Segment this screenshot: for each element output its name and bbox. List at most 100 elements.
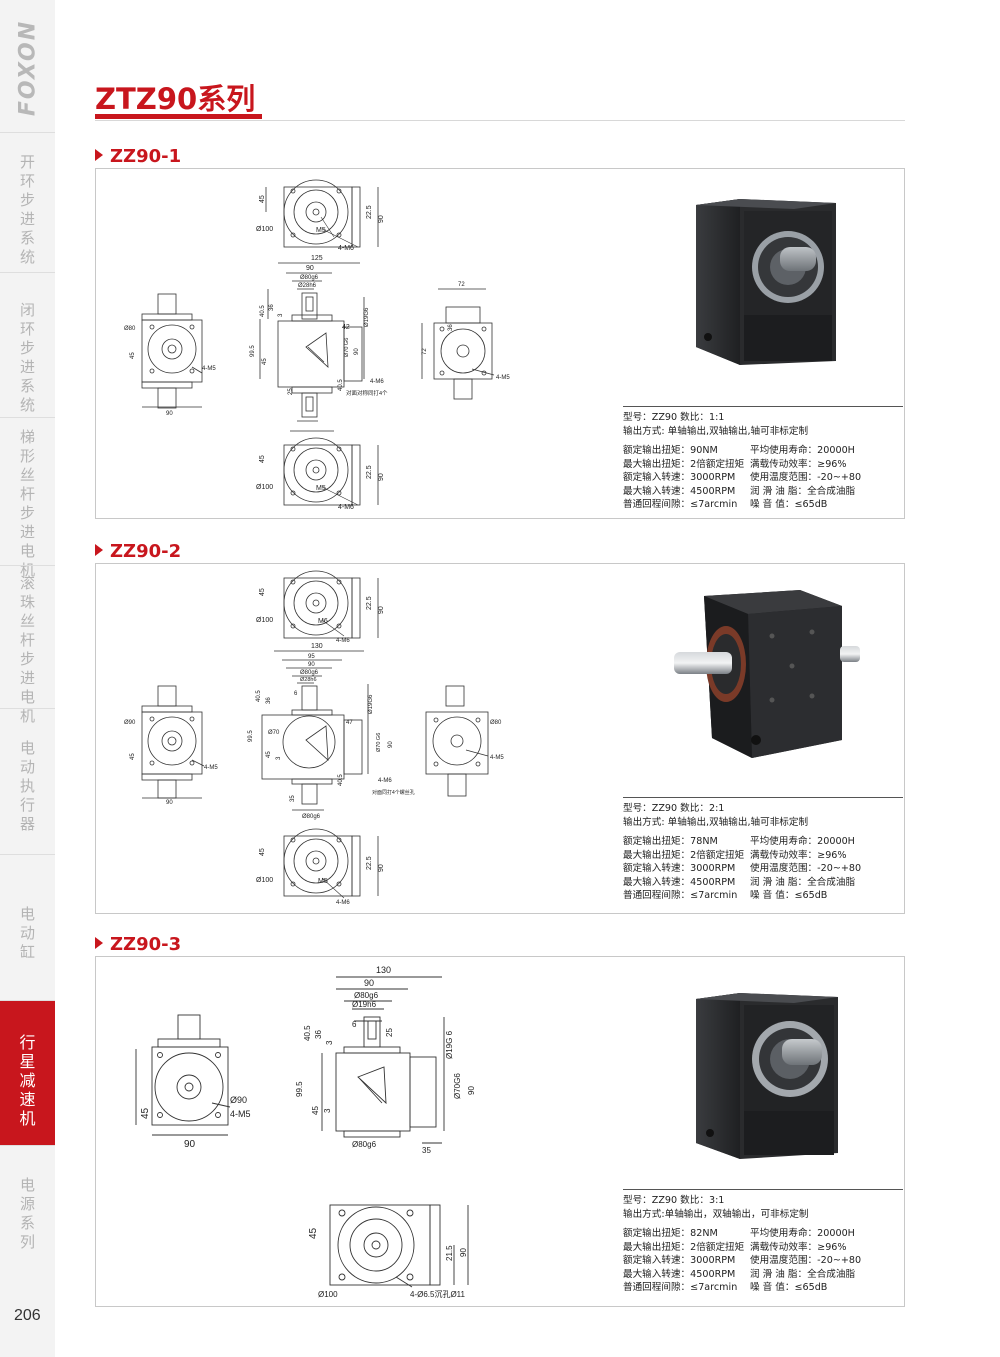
dim-label: Ø80g6 [300,670,319,676]
dim-label: 25 [288,388,294,395]
dim-label: Ø80g6 [352,1140,377,1149]
drawing-top-view: 45 Ø100 M6 4-M6 22.5 90 [256,570,385,644]
sidebar-item-label: 电源系列 [19,1176,35,1251]
dim-label: 90 [378,864,385,872]
series-title: ZTZ90系列 [95,82,256,116]
dim-label: M5 [318,878,328,885]
drawing-right-view: 72 36 72 4-M5 [421,282,510,400]
dim-label: Ø80g6 [300,275,319,281]
dim-label: 40.5 [260,305,266,317]
drawing-left-view: 45 Ø90 4-M5 90 [135,1014,251,1150]
dim-label: Ø19G6 [368,694,374,714]
drawing-top-view: 45 Ø100 M5 4-M6 22.5 90 [256,179,385,252]
dim-label: 45 [259,848,266,856]
spec-model: 型号：ZZ90 数比：3:1 [623,1195,725,1206]
section-title-zz90-3: ZZ90-3 [95,934,181,955]
sidebar-item-label: 开环步进系统 [19,153,35,266]
dim-label: 21.5 [445,1245,454,1261]
dim-label: 25 [385,1028,394,1037]
dim-label: Ø70 [268,730,280,736]
sidebar-item-open-loop[interactable]: 开环步进系统 [0,132,55,272]
dim-label: Ø80 [124,326,136,332]
sidebar-item-closed-loop[interactable]: 闭环步进系统 [0,272,55,417]
section-panel-zz90-2: 45 Ø100 M6 4-M6 22.5 90 130 95 90 [95,563,905,914]
sidebar-item-ball-screw[interactable]: 滚珠丝杆步进电机 [0,565,55,725]
dim-label: 90 [467,1086,476,1095]
dim-label: Ø70G6 [453,1073,462,1099]
sidebar-item-planetary-reducer[interactable]: 行星减速机 [0,1000,55,1145]
dim-label: 4-M6 [336,638,350,644]
gearbox-photo [696,199,836,365]
dim-label: 72 [458,282,465,288]
dim-label: Ø90 [230,1095,247,1105]
dim-label: Ø100 [256,484,273,491]
dim-label: 40.5 [338,379,344,391]
technical-drawing: 45 Ø100 M5 4-M6 22.5 90 [124,179,510,511]
dim-label: 40.5 [256,690,262,702]
dim-label: 45 [308,1227,319,1239]
sidebar-item-actuator[interactable]: 电动执行器 [0,708,55,854]
dim-label: 90 [378,473,385,481]
dim-label: Ø19G6 [364,307,370,327]
spec-row: 最大输出扭矩：2倍额定扭矩满载传动效率：≥96% [623,458,847,470]
sidebar-item-trapezoidal-screw[interactable]: 梯形丝杆步进电机 [0,417,55,579]
dim-label: 4-M6 [338,245,354,252]
dim-label: 22.5 [366,856,373,870]
sidebar-item-label: 电动缸 [19,905,35,961]
gearbox-photo [674,590,860,758]
dim-label: 99.5 [248,730,254,742]
dim-label: M5 [316,485,326,492]
dim-label: 4-M6 [336,900,350,906]
triangle-bullet-icon [95,149,103,161]
dim-label: 72 [422,348,428,355]
dim-label: M5 [316,227,326,234]
dim-label: 对面对称同打4个 [346,389,388,397]
dim-label: 4-M5 [496,375,510,381]
spec-output: 输出方式:单轴输出，双轴输出，可非标定制 [623,1209,809,1220]
dim-label: 36 [266,697,272,704]
drawing-bottom-view: 45 Ø100 21.5 90 4-Ø6.5沉孔Ø11 [308,1204,469,1299]
dim-label: 36 [448,324,454,331]
dim-label: 4-M6 [378,778,392,784]
dim-label: 4-M5 [204,765,218,771]
dim-label: 3 [278,313,284,317]
dim-label: 22.5 [366,205,373,219]
dim-label: 36 [269,304,275,311]
dim-label: 45 [259,195,266,203]
dim-label: Ø19G 6 [445,1030,454,1059]
dim-label: 90 [306,265,314,272]
sidebar-item-electric-cylinder[interactable]: 电动缸 [0,854,55,1000]
spec-table: 型号：ZZ90 数比：2:1 输出方式: 单轴输出,双轴输出,轴可非标定制 额定… [623,797,903,903]
spec-table: 型号：ZZ90 数比：3:1 输出方式:单轴输出，双轴输出，可非标定制 额定输出… [623,1189,903,1295]
dim-label: 45 [259,455,266,463]
dim-label: Ø100 [256,617,273,624]
sidebar-item-label: 梯形丝杆步进电机 [19,428,35,579]
dim-label: 95 [308,654,315,660]
dim-label: Ø100 [256,226,273,233]
dim-label: 45 [130,753,136,760]
sidebar-item-power-supply[interactable]: 电源系列 [0,1145,55,1290]
dim-label: 22.5 [366,465,373,479]
section-panel-zz90-3: 45 Ø90 4-M5 90 130 90 Ø80g6 Ø19h6 [95,956,905,1307]
dim-label: 对面同打4个螺丝孔 [372,789,415,796]
dim-label: 130 [311,643,323,650]
dim-label: M6 [318,618,328,625]
drawing-left-view: Ø80 45 4-M5 90 [124,293,216,417]
drawing-front-view: 130 90 Ø80g6 Ø19h6 40.5 36 3 6 25 Ø19G 6… [295,965,476,1155]
spec-output: 输出方式: 单轴输出,双轴输出,轴可非标定制 [623,817,809,828]
dim-label: 3 [325,1040,334,1045]
dim-label: Ø70 G6 [376,733,382,752]
dim-label: 90 [459,1248,468,1257]
drawing-front-view: 125 90 Ø80g6 Ø28h6 40.5 36 3 42 Ø19G6 99… [250,255,388,432]
spec-row: 最大输出扭矩：2倍额定扭矩满载传动效率：≥96% [623,849,847,861]
dim-label: 36 [314,1030,323,1039]
technical-drawing: 45 Ø100 M6 4-M6 22.5 90 130 95 90 [124,570,504,906]
sidebar-item-label: 电动执行器 [19,739,35,833]
page-number: 206 [14,1307,41,1324]
dim-label: 4-M6 [338,504,354,511]
